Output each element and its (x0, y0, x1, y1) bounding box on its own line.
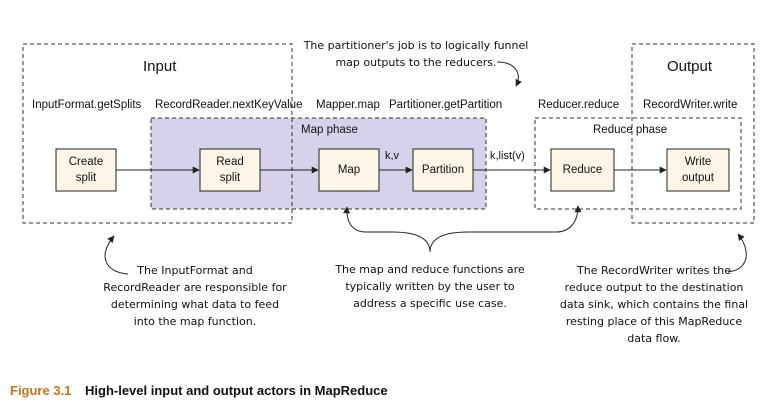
reduce-phase-label: Reduce phase (593, 124, 668, 136)
method-record-reader: RecordReader.nextKeyValue (155, 99, 303, 111)
method-mapper: Mapper.map (316, 99, 380, 111)
read-split-box (199, 148, 261, 192)
read-split-label: Read split (216, 156, 244, 184)
map-phase-label: Map phase (301, 124, 358, 136)
callout-partitioner-arrow (496, 61, 522, 87)
method-partitioner: Partitioner.getPartition (389, 99, 503, 111)
method-reducer: Reducer.reduce (538, 99, 620, 111)
note-input: The InputFormat and RecordReader are res… (103, 264, 287, 328)
figure-caption: High-level input and output actors in Ma… (85, 383, 388, 398)
create-split-label: Create split (68, 156, 104, 184)
note-record-writer: The RecordWriter writes the reduce outpu… (559, 264, 749, 345)
method-input-format: InputFormat.getSplits (32, 99, 142, 111)
reduce-box (550, 148, 615, 192)
output-region (631, 43, 755, 224)
output-region-title: Output (667, 58, 713, 75)
figure-number: Figure 3.1 (10, 383, 72, 398)
note-map-reduce: The map and reduce functions are typical… (335, 263, 525, 310)
partition-label: Partition (421, 164, 465, 176)
reduce-phase-region (534, 117, 742, 210)
method-record-writer: RecordWriter.write (643, 99, 738, 111)
create-split-box (55, 148, 117, 192)
callout-input-arrow (104, 235, 129, 275)
reduce-label: Reduce (562, 164, 603, 176)
write-output-box (666, 148, 730, 192)
callout-writer-arrow (727, 233, 747, 273)
edge-label-kv: k,v (385, 150, 400, 162)
map-box (318, 148, 380, 192)
input-region (22, 43, 293, 224)
edge-label-klistv: k,list(v) (490, 150, 525, 162)
note-partitioner: The partitioner's job is to logically fu… (303, 39, 529, 69)
callout-reduce-brace (429, 205, 582, 253)
callout-map-brace (343, 206, 431, 253)
input-region-title: Input (143, 58, 177, 75)
write-output-label: Write output (682, 156, 714, 184)
map-label: Map (337, 164, 361, 176)
